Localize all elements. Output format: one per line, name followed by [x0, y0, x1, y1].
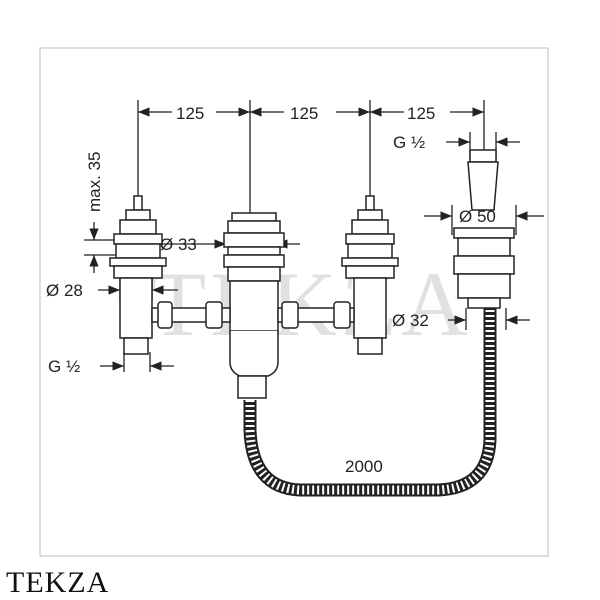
right-valve [341, 195, 399, 355]
shower-outlet [453, 149, 515, 309]
hose [243, 300, 497, 497]
watermark: TEKZA [150, 253, 471, 355]
center-valve [223, 212, 285, 399]
dia-28-label: Ø 28 [46, 281, 83, 300]
dia-32-label: Ø 32 [392, 311, 429, 330]
dia-32-dimension [448, 308, 530, 330]
spacing-label-2: 125 [290, 104, 318, 123]
spacing-label-3: 125 [407, 104, 435, 123]
spacing-label-1: 125 [176, 104, 204, 123]
thread-dimension-bottom [100, 352, 174, 372]
spacing-dimensions [137, 100, 485, 215]
dia-50-label: Ø 50 [459, 207, 496, 226]
thread-label-bottom: G ½ [48, 357, 80, 376]
connecting-pipes [151, 301, 355, 329]
max-height-dimension [84, 222, 118, 273]
dia-33-label: Ø 33 [160, 235, 197, 254]
dia-50-dimension [424, 205, 544, 235]
hose-length-label: 2000 [345, 457, 383, 476]
max-height-label: max. 35 [85, 152, 104, 212]
thread-label-top: G ½ [393, 133, 425, 152]
drawing-border [39, 47, 549, 557]
brand-label: TEKZA [6, 566, 110, 599]
